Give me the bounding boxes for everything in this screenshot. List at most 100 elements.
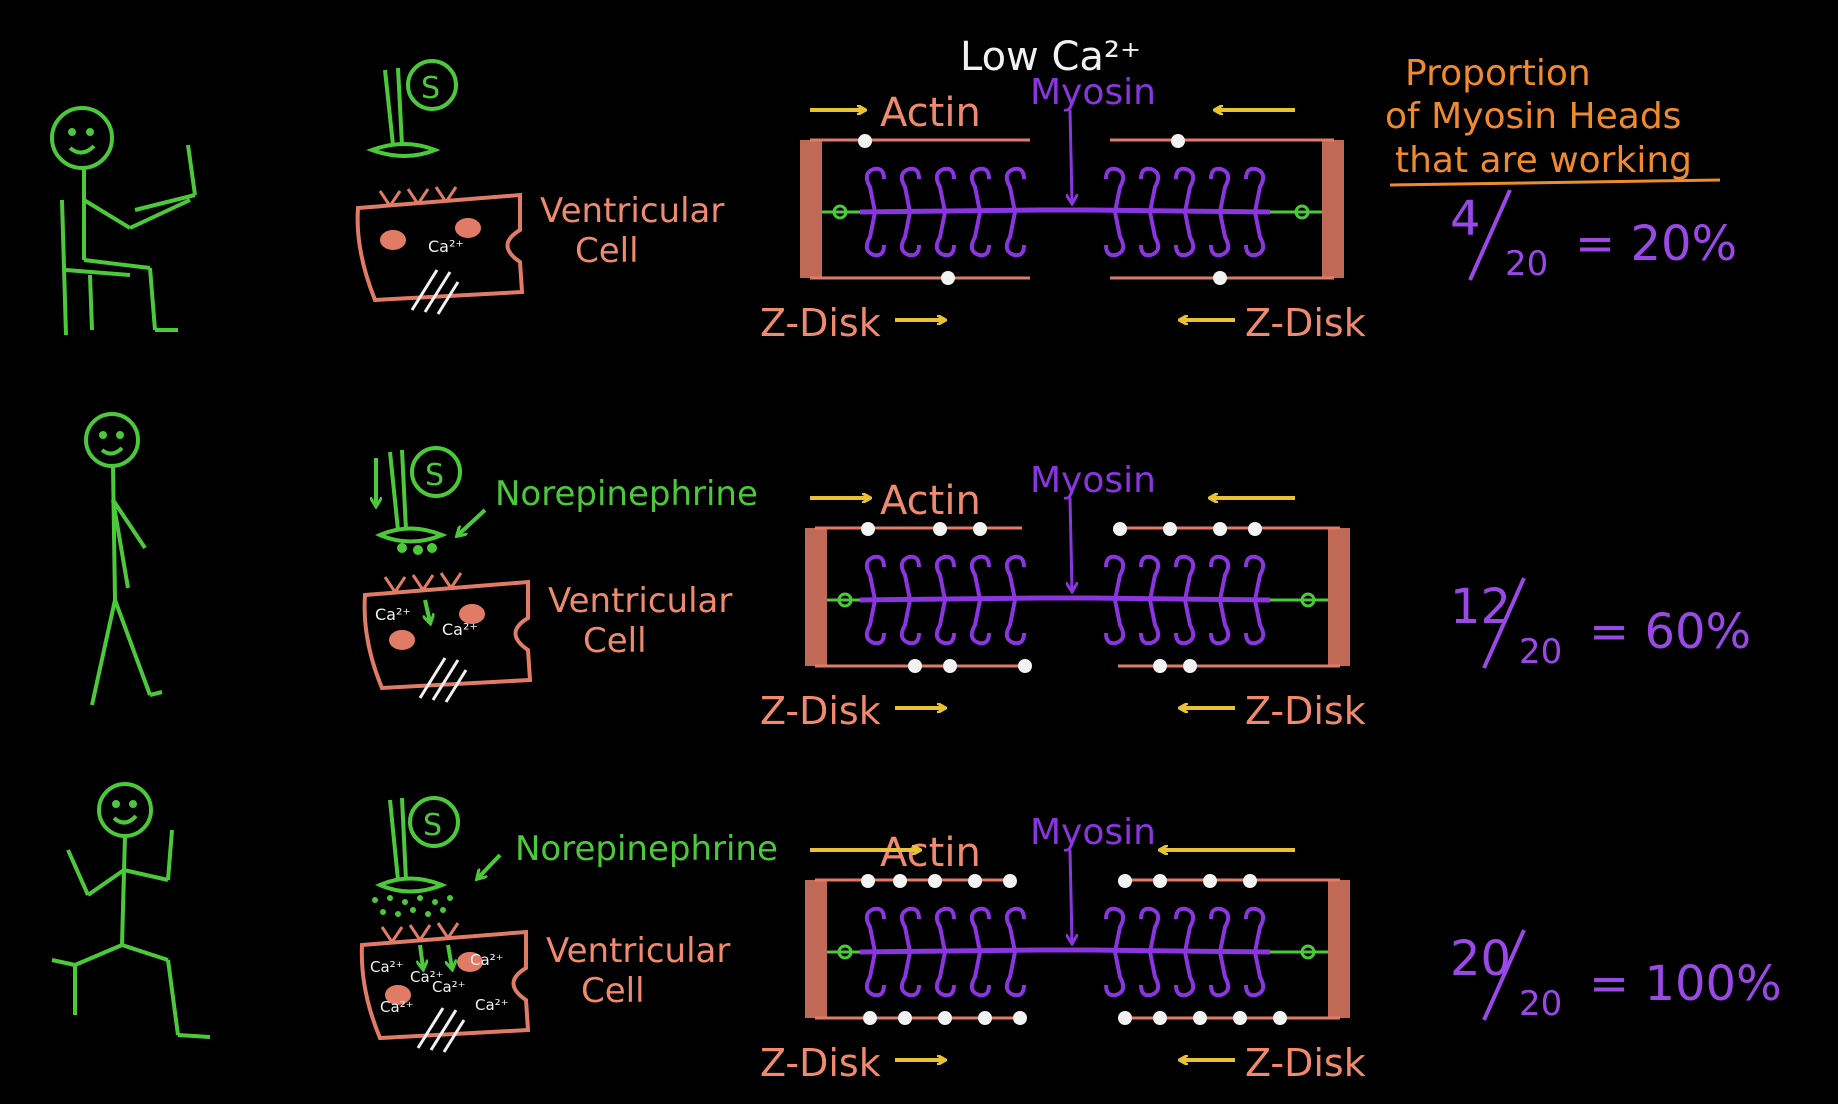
z-disk-label-right: Z-Disk: [1245, 301, 1366, 345]
binding-site-dot: [1213, 522, 1227, 536]
z-disk-label-left: Z-Disk: [760, 689, 881, 733]
myosin-head: [1174, 211, 1196, 258]
binding-site-dot: [1243, 874, 1257, 888]
myosin-filament: [859, 947, 1271, 955]
myosin-filament: [859, 595, 1271, 603]
myosin-head: [1244, 211, 1266, 258]
binding-site-dot: [1171, 134, 1185, 148]
ventricular-cell: [362, 572, 533, 703]
z-disk-right: [1322, 140, 1344, 278]
myosin-head: [1244, 951, 1266, 998]
binding-site-dot: [933, 522, 947, 536]
myosin-head: [1209, 554, 1231, 601]
myosin-head: [1209, 599, 1231, 646]
myosin-arrow: [1070, 109, 1072, 202]
myosin-head: [1139, 599, 1161, 646]
binding-site-dot: [1233, 1011, 1247, 1025]
s-circle-icon: [408, 796, 460, 848]
proportion-title-line1: Proportion: [1405, 53, 1591, 94]
myosin-head: [899, 599, 921, 646]
percent-value: = 60%: [1589, 604, 1751, 660]
calcium-label: Ca²⁺: [432, 978, 466, 996]
binding-site-dot: [1183, 659, 1197, 673]
myosin-head: [969, 906, 991, 953]
z-disk-left: [800, 140, 822, 278]
myosin-head: [1174, 951, 1196, 998]
titin-anchor: [832, 204, 848, 220]
actin-label: Actin: [880, 830, 981, 876]
myosin-head: [969, 951, 991, 998]
binding-site-dot: [1248, 522, 1262, 536]
myosin-head: [1104, 211, 1126, 258]
myosin-head: [864, 211, 886, 258]
cell-label-line2: Cell: [575, 231, 639, 271]
z-disk-label-right: Z-Disk: [1245, 689, 1366, 733]
binding-site-dot: [978, 1011, 992, 1025]
myosin-head: [1244, 906, 1266, 953]
myosin-head: [864, 951, 886, 998]
myosin-head: [864, 554, 886, 601]
binding-site-dot: [928, 874, 942, 888]
z-disk-label-right: Z-Disk: [1245, 1041, 1366, 1085]
binding-site-dot: [1153, 874, 1167, 888]
ventricular-cell: [355, 186, 525, 315]
actin-label: Actin: [880, 90, 981, 136]
titin-anchor: [1300, 592, 1316, 608]
cell-label-line1: Ventricular: [546, 931, 730, 971]
fraction-denominator: 20: [1519, 632, 1562, 672]
binding-site-dot: [861, 874, 875, 888]
myosin-head: [1139, 906, 1161, 953]
binding-site-dot: [908, 659, 922, 673]
calcium-label: Ca²⁺: [475, 996, 509, 1014]
calcium-label: Ca²⁺: [428, 237, 464, 256]
fraction-slash: [1482, 929, 1526, 1021]
row-running: S Norepinephrine Ca²⁺ Ca²⁺ Ca²⁺ Ca²⁺ Ca²…: [51, 782, 778, 1053]
calcium-label: Ca²⁺: [470, 951, 504, 969]
myosin-head: [934, 166, 956, 213]
neurotransmitter-label: Norepinephrine: [515, 829, 778, 869]
myosin-head: [864, 166, 886, 213]
z-disk-label-left: Z-Disk: [760, 301, 881, 345]
sympathetic-neuron: S: [372, 796, 502, 917]
person-walking: [84, 412, 163, 706]
binding-site-dot: [1153, 1011, 1167, 1025]
myosin-head: [1244, 554, 1266, 601]
titin-anchor: [1294, 204, 1310, 220]
binding-site-dot: [1013, 1011, 1027, 1025]
myosin-head: [1209, 166, 1231, 213]
myosin-head: [1209, 906, 1231, 953]
person-sitting: [50, 106, 197, 336]
myosin-label: Myosin: [1030, 72, 1156, 113]
binding-site-dot: [943, 659, 957, 673]
myosin-head: [899, 554, 921, 601]
binding-site-dot: [863, 1011, 877, 1025]
myosin-head: [1139, 951, 1161, 998]
neurotransmitter-label: Norepinephrine: [495, 474, 758, 514]
cell-label-line1: Ventricular: [548, 581, 732, 621]
binding-site-dot: [941, 271, 955, 285]
myosin-head: [934, 906, 956, 953]
binding-site-dot: [1213, 271, 1227, 285]
myosin-head: [1174, 554, 1196, 601]
myosin-label: Myosin: [1030, 812, 1156, 853]
cell-label-line2: Cell: [581, 971, 645, 1011]
row-walking: S Norepinephrine Ca²⁺ Ca²⁺ Ventricular C…: [84, 412, 758, 706]
s-circle-icon: [406, 59, 458, 111]
z-disk-left: [805, 880, 827, 1018]
cell-label-line2: Cell: [583, 621, 647, 661]
myosin-head: [1244, 599, 1266, 646]
calcium-label: Ca²⁺: [375, 605, 411, 624]
myosin-filament: [859, 207, 1271, 215]
binding-site-dot: [861, 522, 875, 536]
calcium-label: Ca²⁺: [380, 998, 414, 1016]
s-circle-icon: [410, 446, 462, 498]
binding-site-dot: [893, 874, 907, 888]
myosin-head: [1004, 211, 1026, 258]
myosin-head: [1104, 554, 1126, 601]
calcium-label: Ca²⁺: [370, 958, 404, 976]
myosin-head: [969, 211, 991, 258]
row-resting: S Ca²⁺ Ventricular Cell: [50, 59, 724, 336]
myosin-head: [969, 599, 991, 646]
